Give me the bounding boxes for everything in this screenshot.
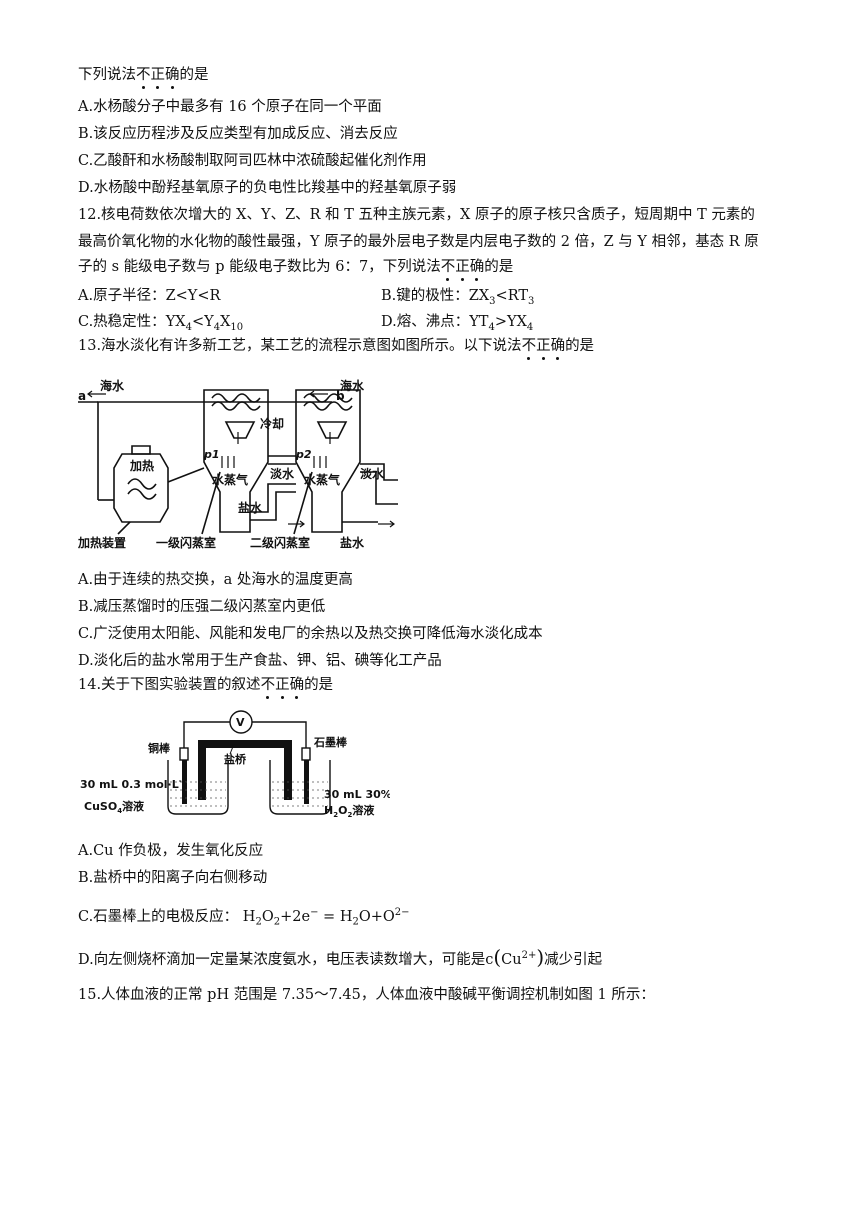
q12-option-c: C.热稳定性：YX4<Y4X10 — [78, 314, 244, 333]
label-left-solution: CuSO4溶液 — [84, 799, 145, 815]
label-seawater-a: 海水 — [100, 378, 125, 393]
label-steam-2: 水蒸气 — [304, 472, 340, 487]
q13-stem: 13.海水淡化有许多新工艺，某工艺的流程示意图如图所示。以下说法不正确的是 — [78, 338, 595, 354]
q14-option-b: B.盐桥中的阳离子向右侧移动 — [78, 870, 268, 886]
label-fresh-2: 淡水 — [360, 466, 385, 481]
q14-option-a: A.Cu 作负极，发生氧化反应 — [78, 843, 264, 859]
q12-stem-line3: 子的 s 能级电子数与 p 能级电子数比为 6：7，下列说法不正确的是 — [78, 259, 514, 275]
label-right-concentration: 30 mL 30% — [324, 788, 390, 801]
q14-stem: 14.关于下图实验装置的叙述不正确的是 — [78, 677, 334, 693]
q11-option-b: B.该反应历程涉及反应类型有加成反应、消去反应 — [78, 126, 398, 142]
label-a: a — [78, 389, 86, 403]
q14-option-c: C.石墨棒上的电极反应： H2O2+2e− = H2O+O2− — [78, 907, 410, 928]
galvanic-cell-figure: V 铜棒 盐桥 石墨棒 30 mL 0.3 mol·L-1 CuSO4溶液 30… — [80, 710, 390, 819]
label-fresh-1: 淡水 — [270, 466, 295, 481]
flash-distillation-figure: 海水 a 海水 b 加热 冷却 p1 p2 淡水 淡水 水蒸气 水蒸气 盐水 盐… — [78, 378, 398, 550]
q15-stem: 15.人体血液的正常 pH 范围是 7.35～7.45，人体血液中酸碱平衡调控机… — [78, 987, 655, 1003]
q14-option-d: D.向左侧烧杯滴加一定量某浓度氨水，电压表读数增大，可能是c(Cu2+)减少引起 — [78, 944, 603, 969]
q12-option-d: D.熔、沸点：YT4>YX4 — [381, 314, 534, 333]
label-steam-1: 水蒸气 — [212, 472, 248, 487]
q11-option-a: A.水杨酸分子中最多有 16 个原子在同一个平面 — [78, 99, 382, 115]
label-p2: p2 — [295, 448, 312, 461]
q12-stem-line2: 最高价氧化物的水化物的酸性最强，Y 原子的最外层电子数是内层电子数的 2 倍，Z… — [78, 234, 759, 250]
q11-stem: 下列说法不正确的是 — [78, 67, 209, 83]
label-p1: p1 — [203, 448, 220, 461]
q11-option-d: D.水杨酸中酚羟基氧原子的负电性比羧基中的羟基氧原子弱 — [78, 180, 457, 196]
label-stage-1: 一级闪蒸室 — [156, 535, 216, 550]
label-brine-2: 盐水 — [340, 535, 365, 550]
q12-option-a: A.原子半径：Z<Y<R — [78, 288, 221, 304]
label-copper-rod: 铜棒 — [147, 741, 171, 755]
label-stage-2: 二级闪蒸室 — [250, 535, 310, 550]
label-graphite-rod: 石墨棒 — [313, 735, 348, 749]
q11-option-c: C.乙酸酐和水杨酸制取阿司匹林中浓硫酸起催化剂作用 — [78, 153, 427, 169]
q13-option-b: B.减压蒸馏时的压强二级闪蒸室内更低 — [78, 599, 326, 615]
q13-option-a: A.由于连续的热交换，a 处海水的温度更高 — [78, 572, 353, 588]
q12-stem-line1: 12.核电荷数依次增大的 X、Y、Z、R 和 T 五种主族元素，X 原子的原子核… — [78, 207, 755, 223]
label-cool: 冷却 — [260, 416, 284, 431]
label-brine-1: 盐水 — [238, 500, 263, 515]
q12-option-b: B.键的极性：ZX3<RT3 — [381, 288, 535, 307]
label-heat: 加热 — [129, 458, 154, 473]
label-salt-bridge: 盐桥 — [224, 752, 247, 766]
voltmeter-label: V — [236, 716, 245, 729]
label-heater: 加热装置 — [78, 535, 126, 550]
q13-option-c: C.广泛使用太阳能、风能和发电厂的余热以及热交换可降低海水淡化成本 — [78, 626, 543, 642]
label-left-concentration: 30 mL 0.3 mol·L-1 — [80, 777, 187, 791]
label-b: b — [336, 389, 345, 403]
q13-option-d: D.淡化后的盐水常用于生产食盐、钾、铝、碘等化工产品 — [78, 653, 442, 669]
label-right-solution: H2O2溶液 — [324, 803, 375, 819]
label-seawater-b: 海水 — [340, 378, 365, 393]
